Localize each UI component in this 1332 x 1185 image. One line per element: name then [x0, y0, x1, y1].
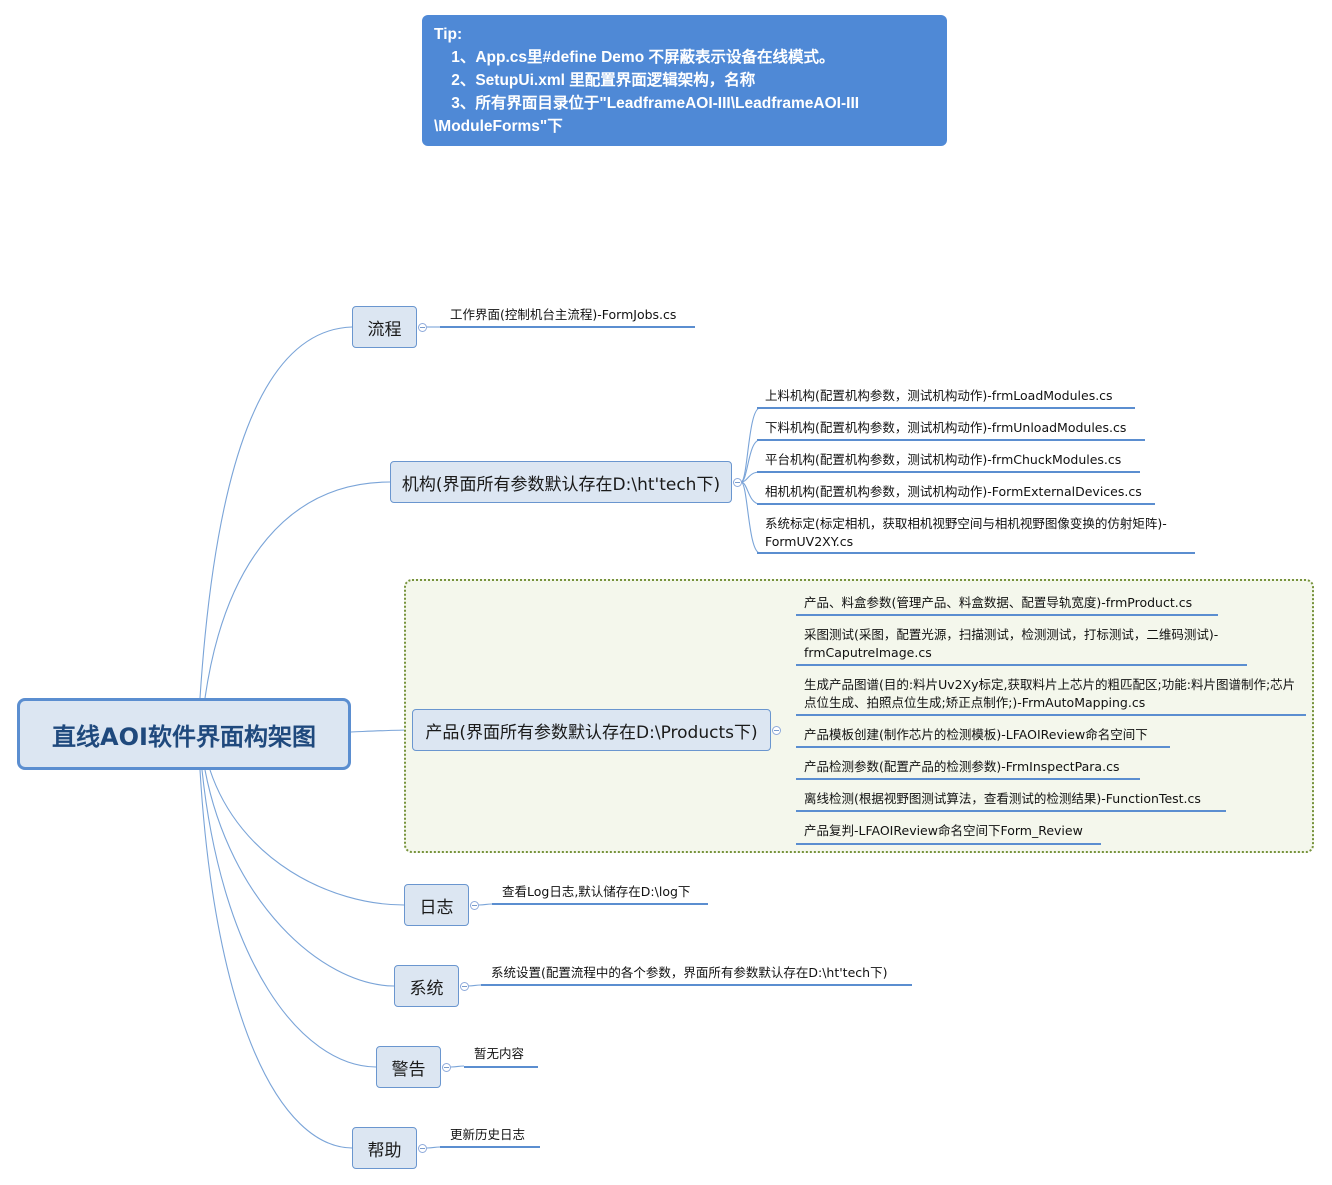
leaf-underline — [796, 614, 1218, 616]
leaf-underline — [464, 1066, 538, 1068]
tip-line-1: 1、App.cs里#define Demo 不屏蔽表示设备在线模式。 — [434, 49, 835, 66]
leaf-mechanism-1[interactable]: 下料机构(配置机构参数，测试机构动作)-frmUnloadModules.cs — [765, 420, 1127, 435]
leaf-help-0[interactable]: 更新历史日志 — [450, 1127, 526, 1142]
collapse-toggle-icon[interactable] — [442, 1063, 451, 1072]
leaf-mechanism-2[interactable]: 平台机构(配置机构参数，测试机构动作)-frmChuckModules.cs — [765, 452, 1122, 467]
tip-title: Tip: — [434, 26, 463, 43]
leaf-underline — [440, 1146, 540, 1148]
central-topic[interactable]: 直线AOI软件界面构架图 — [17, 698, 351, 770]
collapse-toggle-icon[interactable] — [470, 901, 479, 910]
leaf-underline — [757, 471, 1140, 473]
leaf-product-3[interactable]: 产品模板创建(制作芯片的检测模板)-LFAOIReview命名空间下 — [804, 727, 1148, 742]
branch-log[interactable]: 日志 — [404, 884, 469, 926]
leaf-underline — [481, 984, 912, 986]
leaf-product-5[interactable]: 离线检测(根据视野图测试算法，查看测试的检测结果)-FunctionTest.c… — [804, 791, 1201, 806]
leaf-mechanism-4[interactable]: 系统标定(标定相机，获取相机视野空间与相机视野图像变换的仿射矩阵)-FormUV… — [765, 516, 1167, 549]
leaf-underline — [796, 746, 1170, 748]
leaf-underline — [757, 503, 1155, 505]
leaf-underline — [796, 778, 1140, 780]
tip-box: Tip: 1、App.cs里#define Demo 不屏蔽表示设备在线模式。 … — [422, 15, 947, 146]
leaf-mechanism-0[interactable]: 上料机构(配置机构参数，测试机构动作)-frmLoadModules.cs — [765, 388, 1113, 403]
leaf-underline — [757, 552, 1195, 554]
leaf-product-2[interactable]: 生成产品图谱(目的:料片Uv2Xy标定,获取料片上芯片的粗匹配区;功能:料片图谱… — [804, 677, 1296, 710]
collapse-toggle-icon[interactable] — [418, 323, 427, 332]
leaf-product-6[interactable]: 产品复判-LFAOIReview命名空间下Form_Review — [804, 823, 1083, 838]
collapse-toggle-icon[interactable] — [733, 478, 742, 487]
leaf-product-1[interactable]: 采图测试(采图，配置光源，扫描测试，检测测试，打标测试，二维码测试)-frmCa… — [804, 627, 1219, 660]
tip-line-2: 2、SetupUi.xml 里配置界面逻辑架构，名称 — [434, 72, 756, 89]
collapse-toggle-icon[interactable] — [772, 726, 781, 735]
leaf-underline — [757, 407, 1135, 409]
leaf-system-0[interactable]: 系统设置(配置流程中的各个参数，界面所有参数默认存在D:\ht'tech下) — [491, 965, 888, 980]
branch-process[interactable]: 流程 — [352, 306, 417, 348]
collapse-toggle-icon[interactable] — [460, 982, 469, 991]
leaf-log-0[interactable]: 查看Log日志,默认储存在D:\log下 — [502, 884, 691, 899]
branch-help[interactable]: 帮助 — [352, 1127, 417, 1169]
leaf-product-4[interactable]: 产品检测参数(配置产品的检测参数)-FrmInspectPara.cs — [804, 759, 1120, 774]
leaf-warning-0[interactable]: 暂无内容 — [474, 1046, 525, 1061]
leaf-underline — [796, 714, 1306, 716]
tip-line-4: \ModuleForms"下 — [434, 118, 563, 135]
leaf-underline — [796, 843, 1101, 845]
tip-line-3: 3、所有界面目录位于"LeadframeAOI-III\LeadframeAOI… — [434, 95, 860, 112]
leaf-underline — [796, 810, 1226, 812]
collapse-toggle-icon[interactable] — [418, 1144, 427, 1153]
leaf-underline — [440, 326, 695, 328]
leaf-product-0[interactable]: 产品、料盒参数(管理产品、料盒数据、配置导轨宽度)-frmProduct.cs — [804, 595, 1193, 610]
leaf-mechanism-3[interactable]: 相机机构(配置机构参数，测试机构动作)-FormExternalDevices.… — [765, 484, 1142, 499]
leaf-underline — [796, 664, 1247, 666]
branch-system[interactable]: 系统 — [394, 965, 459, 1007]
branch-warning[interactable]: 警告 — [376, 1046, 441, 1088]
leaf-process-0[interactable]: 工作界面(控制机台主流程)-FormJobs.cs — [450, 307, 677, 322]
leaf-underline — [757, 439, 1145, 441]
branch-product[interactable]: 产品(界面所有参数默认存在D:\Products下) — [412, 709, 771, 751]
branch-mechanism[interactable]: 机构(界面所有参数默认存在D:\ht'tech下) — [390, 461, 732, 503]
leaf-underline — [492, 903, 708, 905]
